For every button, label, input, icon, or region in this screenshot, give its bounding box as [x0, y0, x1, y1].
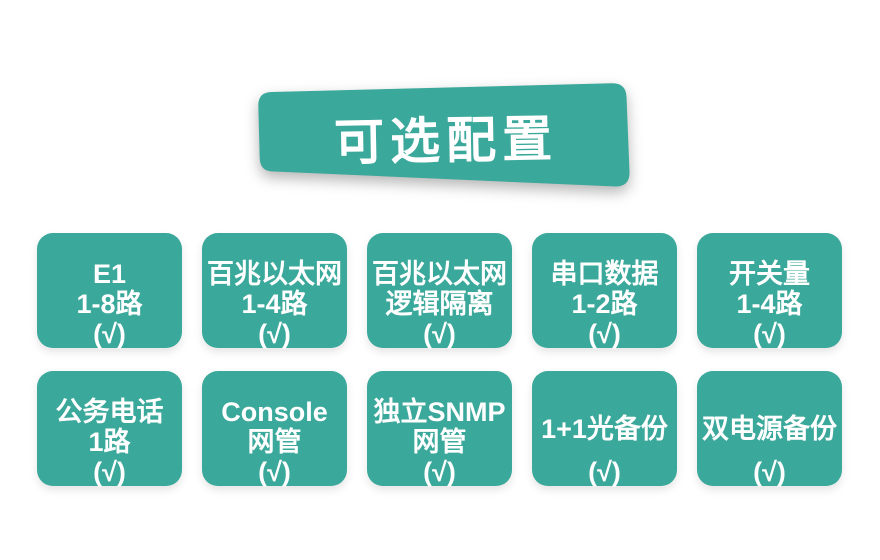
card-title-line: 1+1光备份: [541, 414, 668, 444]
card-switch-io: 开关量 1-4路 (√): [697, 233, 842, 349]
card-fast-ethernet-isolation: 百兆以太网 逻辑隔离 (√): [367, 233, 512, 349]
check-mark: (√): [753, 457, 786, 487]
card-fast-ethernet: 百兆以太网 1-4路 (√): [202, 233, 347, 349]
card-title-line: 双电源备份: [702, 414, 837, 444]
card-title-line: 百兆以太网: [207, 259, 342, 289]
card-snmp-nms: 独立SNMP 网管 (√): [367, 371, 512, 487]
card-title-line: Console: [221, 397, 328, 427]
card-subtitle-line: 1-4路: [736, 289, 803, 319]
card-title-line: E1: [92, 259, 127, 289]
card-title-line: 开关量: [729, 259, 810, 289]
check-mark: (√): [423, 319, 456, 349]
check-mark: (√): [93, 319, 126, 349]
check-mark: (√): [588, 457, 621, 487]
card-subtitle-line: 1-2路: [571, 289, 638, 319]
card-e1: E1 1-8路 (√): [37, 233, 182, 349]
page-title: 可选配置: [333, 110, 559, 171]
card-subtitle-line: 网管: [247, 427, 302, 457]
card-row-1: E1 1-8路 (√) 百兆以太网 1-4路 (√) 百兆以太网 逻辑隔离 (√…: [37, 233, 842, 349]
card-optical-backup: 1+1光备份 (√): [532, 371, 677, 487]
card-subtitle-line: 1路: [88, 427, 131, 457]
check-mark: (√): [258, 319, 291, 349]
check-mark: (√): [588, 319, 621, 349]
card-row-2: 公务电话 1路 (√) Console 网管 (√) 独立SNMP 网管 (√)…: [37, 371, 842, 487]
card-title-line: 串口数据: [550, 259, 659, 289]
card-serial-data: 串口数据 1-2路 (√): [532, 233, 677, 349]
card-title-line: 公务电话: [55, 397, 164, 427]
card-dual-power-backup: 双电源备份 (√): [697, 371, 842, 487]
card-subtitle-line: 1-4路: [241, 289, 308, 319]
check-mark: (√): [753, 319, 786, 349]
card-title-line: 独立SNMP: [373, 397, 506, 427]
card-subtitle-line: 逻辑隔离: [385, 289, 494, 319]
check-mark: (√): [258, 457, 291, 487]
check-mark: (√): [423, 457, 456, 487]
card-title-line: 百兆以太网: [372, 259, 507, 289]
check-mark: (√): [93, 457, 126, 487]
card-subtitle-line: 网管: [412, 427, 467, 457]
card-subtitle-line: 1-8路: [76, 289, 143, 319]
card-console-nms: Console 网管 (√): [202, 371, 347, 487]
card-service-phone: 公务电话 1路 (√): [37, 371, 182, 487]
